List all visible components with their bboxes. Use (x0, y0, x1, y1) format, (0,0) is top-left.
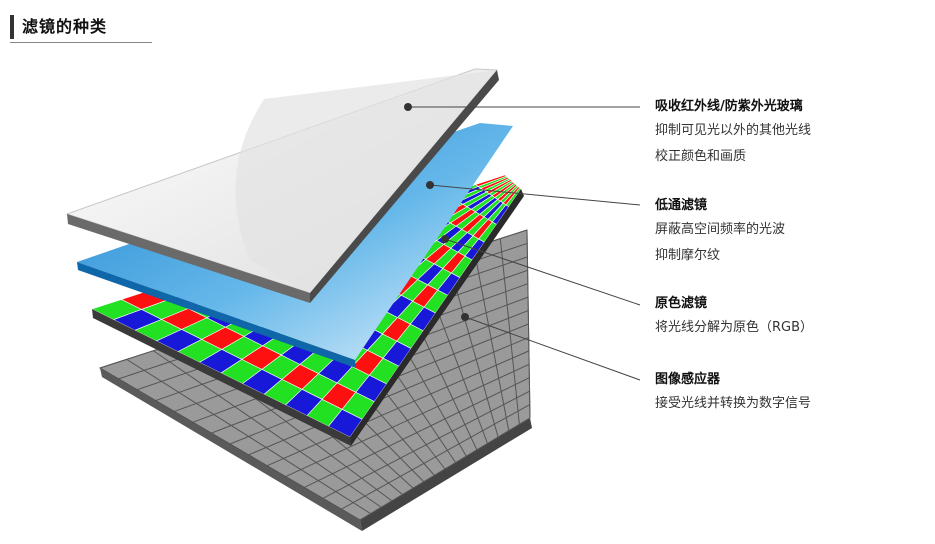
label-low-pass-filter: 低通滤镜 屏蔽高空间频率的光波 抑制摩尔纹 (655, 195, 785, 269)
sensor-grid-line (248, 336, 529, 456)
label-line: 抑制摩尔纹 (655, 248, 721, 263)
label-line: 抑制可见光以外的其他光线 (655, 123, 812, 138)
callout-line-cfa (444, 238, 641, 306)
callout-line-lowpass (429, 184, 641, 206)
callout-dot-lowpass (426, 181, 434, 189)
label-title: 原色滤镜 (655, 296, 708, 311)
label-title: 图像感应器 (655, 372, 721, 387)
sensor-grid-line (266, 350, 530, 467)
ir-uv-glass-layer (65, 68, 499, 303)
sensor-grid-line (304, 377, 530, 488)
page-title: 滤镜的种类 (22, 17, 108, 36)
sensor-grid-line (359, 417, 531, 521)
callout-line-sensor (464, 316, 641, 381)
header-accent-bar (10, 15, 14, 39)
label-line: 将光线分解为原色（RGB） (655, 320, 814, 335)
section-header: 滤镜的种类 (10, 14, 152, 43)
label-line: 校正颜色和画质 (655, 149, 747, 164)
label-title: 吸收红外线/防紫外光玻璃 (655, 99, 803, 114)
label-line: 屏蔽高空间频率的光波 (655, 222, 786, 237)
sensor-grid-line (322, 390, 530, 499)
label-ir-uv-glass: 吸收红外线/防紫外光玻璃 抑制可见光以外的其他光线 校正颜色和画质 (655, 96, 811, 170)
callout-dot-glass (404, 103, 412, 111)
sensor-grid-line (285, 363, 530, 478)
callout-lines (408, 106, 641, 381)
label-image-sensor: 图像感应器 接受光线并转换为数字信号 (655, 369, 811, 417)
callout-dot-cfa (441, 235, 449, 243)
callout-dot-sensor (461, 313, 469, 321)
label-title: 低通滤镜 (655, 198, 708, 213)
label-line: 接受光线并转换为数字信号 (655, 396, 812, 411)
label-color-filter: 原色滤镜 将光线分解为原色（RGB） (655, 293, 813, 341)
sensor-grid-line (341, 404, 531, 510)
